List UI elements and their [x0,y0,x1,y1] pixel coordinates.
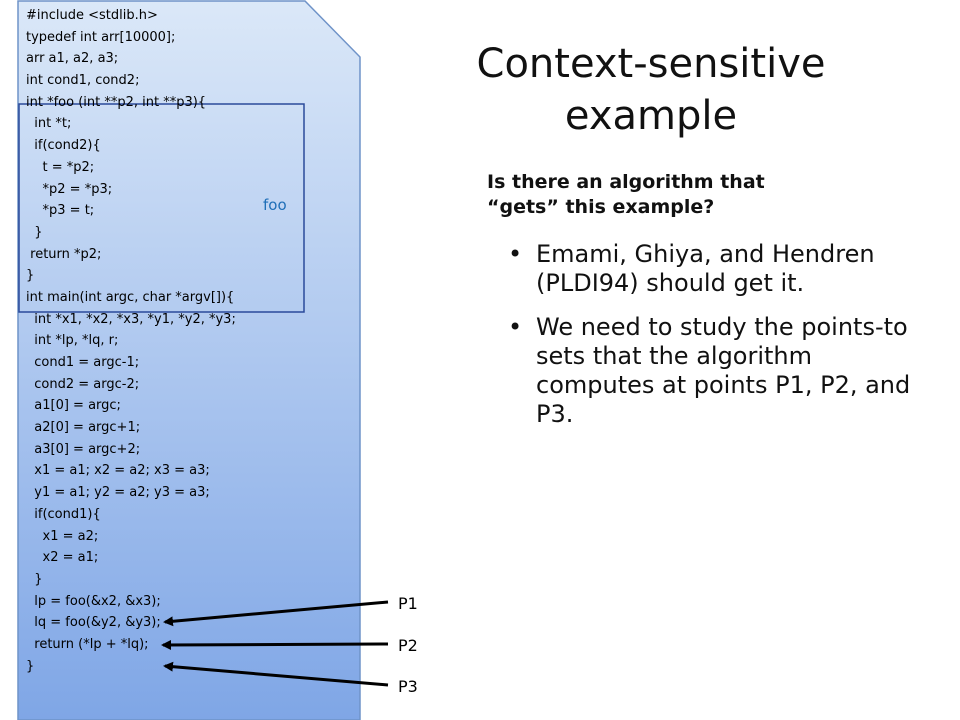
arrow-p2 [161,639,389,650]
code-line: cond1 = argc-1; [26,355,140,370]
code-line: int *t; [26,116,72,132]
code-line: } [26,571,43,587]
code-line: a3[0] = argc+2; [26,441,141,457]
code-line: a2[0] = argc+1; [26,420,141,436]
code-line: } [26,268,35,284]
code-line: x1 = a2; [26,528,99,544]
arrow-p1 [163,600,389,627]
code-line: typedef int arr[10000]; [26,29,176,45]
point-label-p1: P1 [398,594,418,613]
bullet-text: We need to study the points-to sets that… [536,313,911,428]
code-line: return *p2; [26,246,102,262]
code-line: int *x1, *x2, *x3, *y1, *y2, *y3; [26,311,236,327]
code-line: return (*lp + *lq); [26,636,149,652]
question-text: Is there an algorithm that “gets” this e… [487,171,765,218]
code-line: arr a1, a2, a3; [26,51,119,67]
slide-title: Context-sensitive example [476,41,826,139]
bullet-dot-icon: • [508,313,523,341]
bullet-text: Emami, Ghiya, and Hendren (PLDI94) shoul… [536,240,875,297]
code-line: #include <stdlib.h> [26,8,158,23]
point-label-p2: P2 [398,636,418,655]
code-line: x2 = a1; [26,550,99,566]
code-line: if(cond2){ [26,138,101,154]
code-line: *p2 = *p3; [26,181,113,197]
code-line: int main(int argc, char *argv[]){ [26,289,235,305]
code-line: } [26,658,35,674]
foo-label: foo [263,196,287,214]
code-line: *p3 = t; [26,203,95,219]
code-line: a1[0] = argc; [26,398,121,414]
bullet-dot-icon: • [508,240,523,268]
code-line: t = *p2; [26,159,95,175]
code-line: if(cond1){ [26,506,101,522]
bullet-item: • Emami, Ghiya, and Hendren (PLDI94) sho… [508,240,928,298]
code-line: y1 = a1; y2 = a2; y3 = a3; [26,485,210,501]
code-listing: #include <stdlib.h> typedef int arr[10000… [26,5,346,677]
code-line: int cond1, cond2; [26,73,140,89]
code-line: x1 = a1; x2 = a2; x3 = a3; [26,463,210,479]
bullet-list: • Emami, Ghiya, and Hendren (PLDI94) sho… [508,240,928,444]
foo-box [18,103,305,313]
code-line: } [26,224,43,240]
code-line: cond2 = argc-2; [26,376,140,392]
code-line: int *foo (int **p2, int **p3){ [26,94,207,110]
code-line: lp = foo(&x2, &x3); [26,593,161,609]
bullet-item: • We need to study the points-to sets th… [508,313,928,429]
code-panel [17,0,361,720]
code-line: lq = foo(&y2, &y3); [26,615,161,631]
arrow-p3 [163,661,389,687]
point-label-p3: P3 [398,677,418,696]
code-line: int *lp, *lq, r; [26,333,119,349]
